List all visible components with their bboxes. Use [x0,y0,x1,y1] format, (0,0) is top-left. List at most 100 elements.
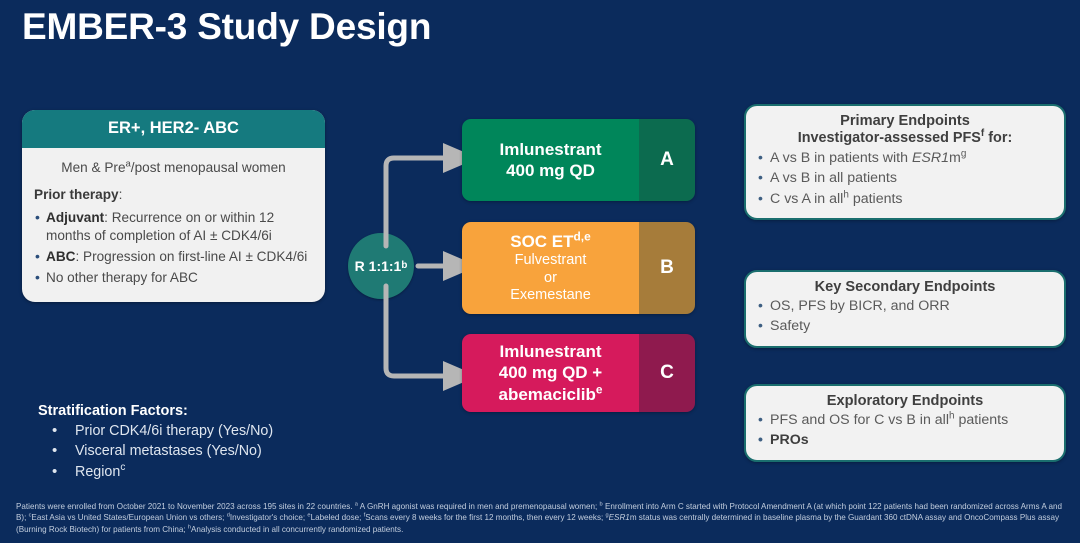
exploratory-item-0-post: patients [954,412,1009,428]
footnote-h-text: Analysis conducted in all concurrently r… [191,524,404,534]
arm-b-title-wrap: SOC ETd,e [510,229,591,252]
list-item: Adjuvant: Recurrence on or within 12 mon… [34,208,313,245]
primary-item-0-pre: A vs B in patients with [770,150,912,166]
list-item: No other therapy for ABC [34,268,313,287]
exploratory-endpoints-card: Exploratory Endpoints PFS and OS for C v… [744,384,1066,462]
list-item: Prior CDK4/6i therapy (Yes/No) [38,420,358,442]
exploratory-endpoints-title: Exploratory Endpoints [826,393,984,409]
footnote-marker-c: c [28,512,32,519]
page-title: EMBER-3 Study Design [22,6,432,47]
population-intro-prefix: Men & Pre [61,160,126,175]
primary-item-2-post: patients [848,190,903,207]
arm-a-content: Imlunestrant 400 mg QD [462,119,639,201]
arm-b-letter: B [639,222,695,314]
list-item: ABC: Progression on first-line AI ± CDK4… [34,247,313,266]
arm-c-line-superscript: e [595,381,603,396]
footnote-esr1-italic: ESR1 [608,513,630,523]
primary-endpoints-list: A vs B in patients with ESR1mg A vs B in… [758,147,1052,209]
list-item: A vs B in patients with ESR1mg [758,147,1052,168]
footnote-d-text: Investigator's choice; [229,513,308,523]
footnotes: Patients were enrolled from October 2021… [16,501,1068,535]
primary-item-2-pre: C vs A in all [770,190,844,207]
prior-therapy-item-0-text: : Recurrence on or within 12 months of c… [46,210,275,244]
prior-therapy-item-0-bold: Adjuvant [46,210,105,226]
arm-c-line-1-wrap: abemaciclibe [499,381,603,405]
prior-therapy-label: Prior therapy [34,187,119,203]
primary-endpoints-subtitle-suffix: for: [984,130,1013,146]
primary-endpoints-subtitle-superscript: f [980,128,985,140]
arm-b-title-superscript: d,e [573,229,591,244]
randomization-connectors [383,143,478,391]
footnote-marker-h: h [187,524,191,531]
treatment-arm-a: Imlunestrant 400 mg QD A [462,119,695,201]
list-item: A vs B in all patients [758,167,1052,188]
prior-therapy-heading: Prior therapy: [34,186,313,204]
list-item: Visceral metastases (Yes/No) [38,440,358,462]
stratification-item-2-superscript: c [120,462,126,474]
footnote-b-text: Enrollment into Arm C started with Proto… [16,502,1063,523]
secondary-item-0-text: OS, PFS by BICR, and ORR [770,298,950,314]
primary-item-0-superscript: g [960,148,967,160]
arm-c-letter: C [639,334,695,412]
footnote-marker-a: a [354,501,358,508]
stratification-list: Prior CDK4/6i therapy (Yes/No) Visceral … [38,420,358,483]
primary-item-2-superscript: h [843,189,849,201]
footnote-c-text: East Asia vs United States/European Unio… [31,513,227,523]
stratification-item-0-text: Prior CDK4/6i therapy (Yes/No) [75,423,274,439]
footnote-marker-e: e [307,512,311,519]
footnote-marker-f: f [363,512,366,519]
arm-b-title: SOC ET [510,231,574,251]
footnote-marker-b: b [599,501,603,508]
secondary-endpoints-list: OS, PFS by BICR, and ORR Safety [758,295,1052,337]
footnote-g-text: m status was centrally determined in bas… [16,513,1059,534]
prior-therapy-colon: : [118,187,123,203]
list-item: C vs A in allh patients [758,188,1052,209]
population-intro: Men & Prea/post menopausal women [34,157,313,186]
treatment-arm-c: Imlunestrant 400 mg QD + abemaciclibe C [462,334,695,412]
primary-item-0-mid: m [949,150,961,166]
arrow-to-arm-c [383,283,478,391]
footnote-marker-g: g [605,512,609,519]
population-intro-suffix: /post menopausal women [130,160,286,175]
footnote-f-text: Scans every 8 weeks for the first 12 mon… [365,513,606,523]
prior-therapy-item-1-bold: ABC [46,249,76,265]
exploratory-item-0-pre: PFS and OS for C vs B in all [770,412,949,428]
arm-c-title: Imlunestrant [499,342,602,362]
prior-therapy-item-1-text: : Progression on first-line AI ± CDK4/6i [75,249,308,265]
secondary-endpoints-card: Key Secondary Endpoints OS, PFS by BICR,… [744,270,1066,348]
arm-b-line-2: Exemestane [510,287,591,304]
prior-therapy-list: Adjuvant: Recurrence on or within 12 mon… [34,208,313,287]
arm-a-line-0: 400 mg QD [506,161,595,180]
arrow-to-arm-a [383,143,478,249]
exploratory-item-1-pre: PROs [770,432,809,449]
stratification-title: Stratification Factors: [38,403,188,419]
list-item: PFS and OS for C vs B in allh patients [758,409,1052,430]
primary-endpoints-subtitle: Investigator-assessed PFSf for: [758,128,1052,146]
footnote-a-text: A GnRH agonist was required in men and p… [357,502,600,511]
secondary-item-1-text: Safety [770,318,811,335]
arm-c-line-0: 400 mg QD + [498,363,603,383]
footnote-intro: Patients were enrolled from October 2021… [16,502,355,511]
exploratory-endpoints-list: PFS and OS for C vs B in allh patients P… [758,409,1052,451]
primary-endpoints-card: Primary Endpoints Investigator-assessed … [744,104,1066,221]
secondary-endpoints-title: Key Secondary Endpoints [814,279,996,295]
arm-c-content: Imlunestrant 400 mg QD + abemaciclibe [462,334,639,412]
randomization-label: R 1:1:1 [354,258,402,274]
list-item: Safety [758,315,1052,336]
footnote-e-text: Labeled dose; [310,513,364,523]
primary-endpoints-title: Primary Endpoints [840,113,970,129]
arm-b-content: SOC ETd,e Fulvestrant or Exemestane [462,222,639,314]
list-item: OS, PFS by BICR, and ORR [758,295,1052,316]
prior-therapy-item-2-text: No other therapy for ABC [46,270,198,286]
stratification-item-1-text: Visceral metastases (Yes/No) [75,443,262,460]
primary-item-0-italic: ESR1 [911,150,950,166]
exploratory-item-0-superscript: h [949,410,955,422]
population-intro-superscript: a [125,158,131,170]
primary-endpoints-subtitle-prefix: Investigator-assessed PFS [797,130,981,146]
list-item: PROs [758,429,1052,450]
footnote-marker-d: d [226,512,230,519]
population-card-body: Men & Prea/post menopausal women Prior t… [22,148,325,302]
arm-a-letter: A [639,119,695,201]
arm-b-line-0: Fulvestrant [514,252,587,269]
stratification-factors: Stratification Factors: Prior CDK4/6i th… [38,403,358,483]
